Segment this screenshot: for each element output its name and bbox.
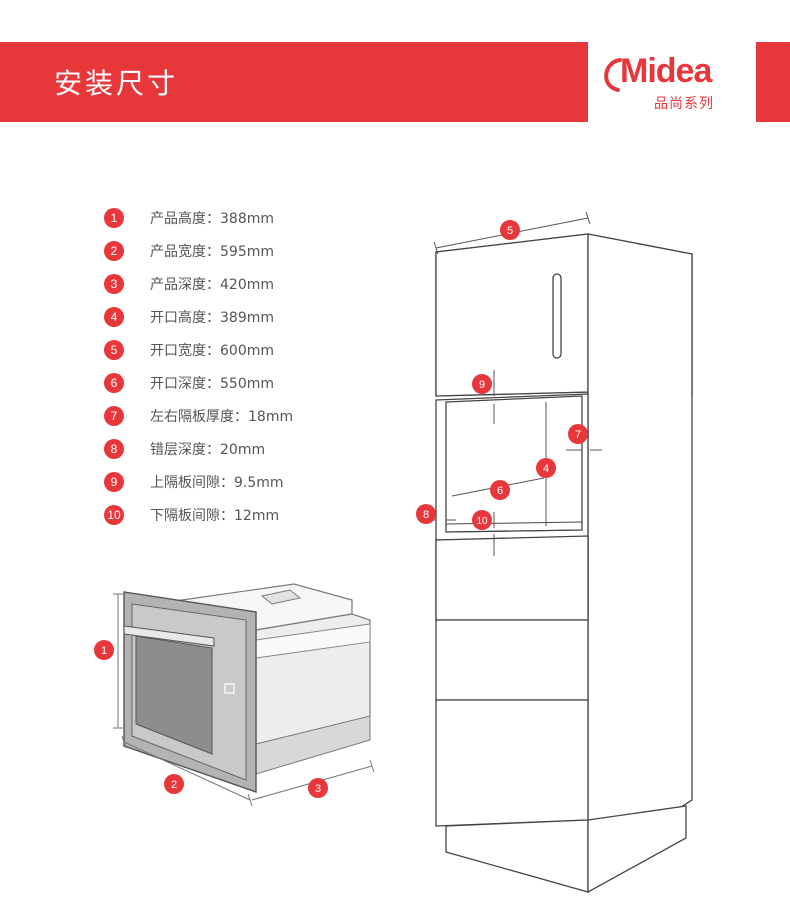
list-item: 3 产品深度：420mm [104,272,274,296]
spec-number-badge: 9 [104,472,124,492]
spec-label: 产品高度： [150,211,220,227]
spec-label: 上隔板间隙： [150,475,234,491]
svg-text:9: 9 [479,379,485,391]
list-item: 9 上隔板间隙：9.5mm [104,470,284,494]
list-item: 6 开口深度：550mm [104,371,274,395]
header-accent-strip [756,42,790,122]
series-name: 品尚系列 [654,96,714,112]
spec-value: 20mm [220,442,266,458]
spec-value: 388mm [220,211,274,227]
spec-number-badge: 5 [104,340,124,360]
spec-number-badge: 6 [104,373,124,393]
spec-number-badge: 4 [104,307,124,327]
brand-name: Midea [620,52,712,90]
spec-value: 12mm [234,508,280,524]
list-item: 1 产品高度：388mm [104,206,274,230]
list-item: 4 开口高度：389mm [104,305,274,329]
svg-text:7: 7 [575,429,581,441]
spec-label: 产品深度： [150,277,220,293]
spec-label: 开口高度： [150,310,220,326]
spec-label: 下隔板间隙： [150,508,234,524]
spec-label: 错层深度： [150,442,220,458]
list-item: 7 左右隔板厚度：18mm [104,404,293,428]
spec-number-badge: 2 [104,241,124,261]
spec-value: 600mm [220,343,274,359]
spec-value: 550mm [220,376,274,392]
header-banner: 安装尺寸 [0,42,588,122]
spec-value: 9.5mm [234,475,284,491]
spec-label: 左右隔板厚度： [150,409,248,425]
cabinet-marker-5: 5 [500,220,520,240]
spec-label: 开口宽度： [150,343,220,359]
spec-value: 420mm [220,277,274,293]
cabinet-marker-4: 4 [536,458,556,478]
svg-text:2: 2 [171,779,177,791]
svg-text:5: 5 [507,225,513,237]
spec-number-badge: 10 [104,505,124,525]
oven-marker-3: 3 [308,778,328,798]
svg-text:8: 8 [423,509,429,521]
spec-label: 产品宽度： [150,244,220,260]
svg-text:1: 1 [101,645,107,657]
cabinet-marker-8: 8 [416,504,436,524]
list-item: 8 错层深度：20mm [104,437,265,461]
spec-number-badge: 1 [104,208,124,228]
spec-value: 18mm [248,409,294,425]
list-item: 5 开口宽度：600mm [104,338,274,362]
spec-number-badge: 7 [104,406,124,426]
spec-number-badge: 3 [104,274,124,294]
spec-value: 389mm [220,310,274,326]
list-item: 10 下隔板间隙：12mm [104,503,279,527]
oven-marker-1: 1 [94,640,114,660]
spec-number-badge: 8 [104,439,124,459]
cabinet-marker-7: 7 [568,424,588,444]
cabinet-marker-9: 9 [472,374,492,394]
oven-marker-2: 2 [164,774,184,794]
cabinet-marker-6: 6 [490,480,510,500]
svg-text:4: 4 [543,463,549,475]
svg-text:10: 10 [476,516,488,527]
cabinet-marker-10: 10 [472,510,492,530]
list-item: 2 产品宽度：595mm [104,239,274,263]
spec-label: 开口深度： [150,376,220,392]
midea-logo-icon: Midea 品尚系列 [604,52,746,122]
spec-value: 595mm [220,244,274,260]
svg-text:6: 6 [497,485,503,497]
midea-swoosh-icon [604,58,622,92]
page-title: 安装尺寸 [54,67,179,100]
svg-text:3: 3 [315,783,321,795]
